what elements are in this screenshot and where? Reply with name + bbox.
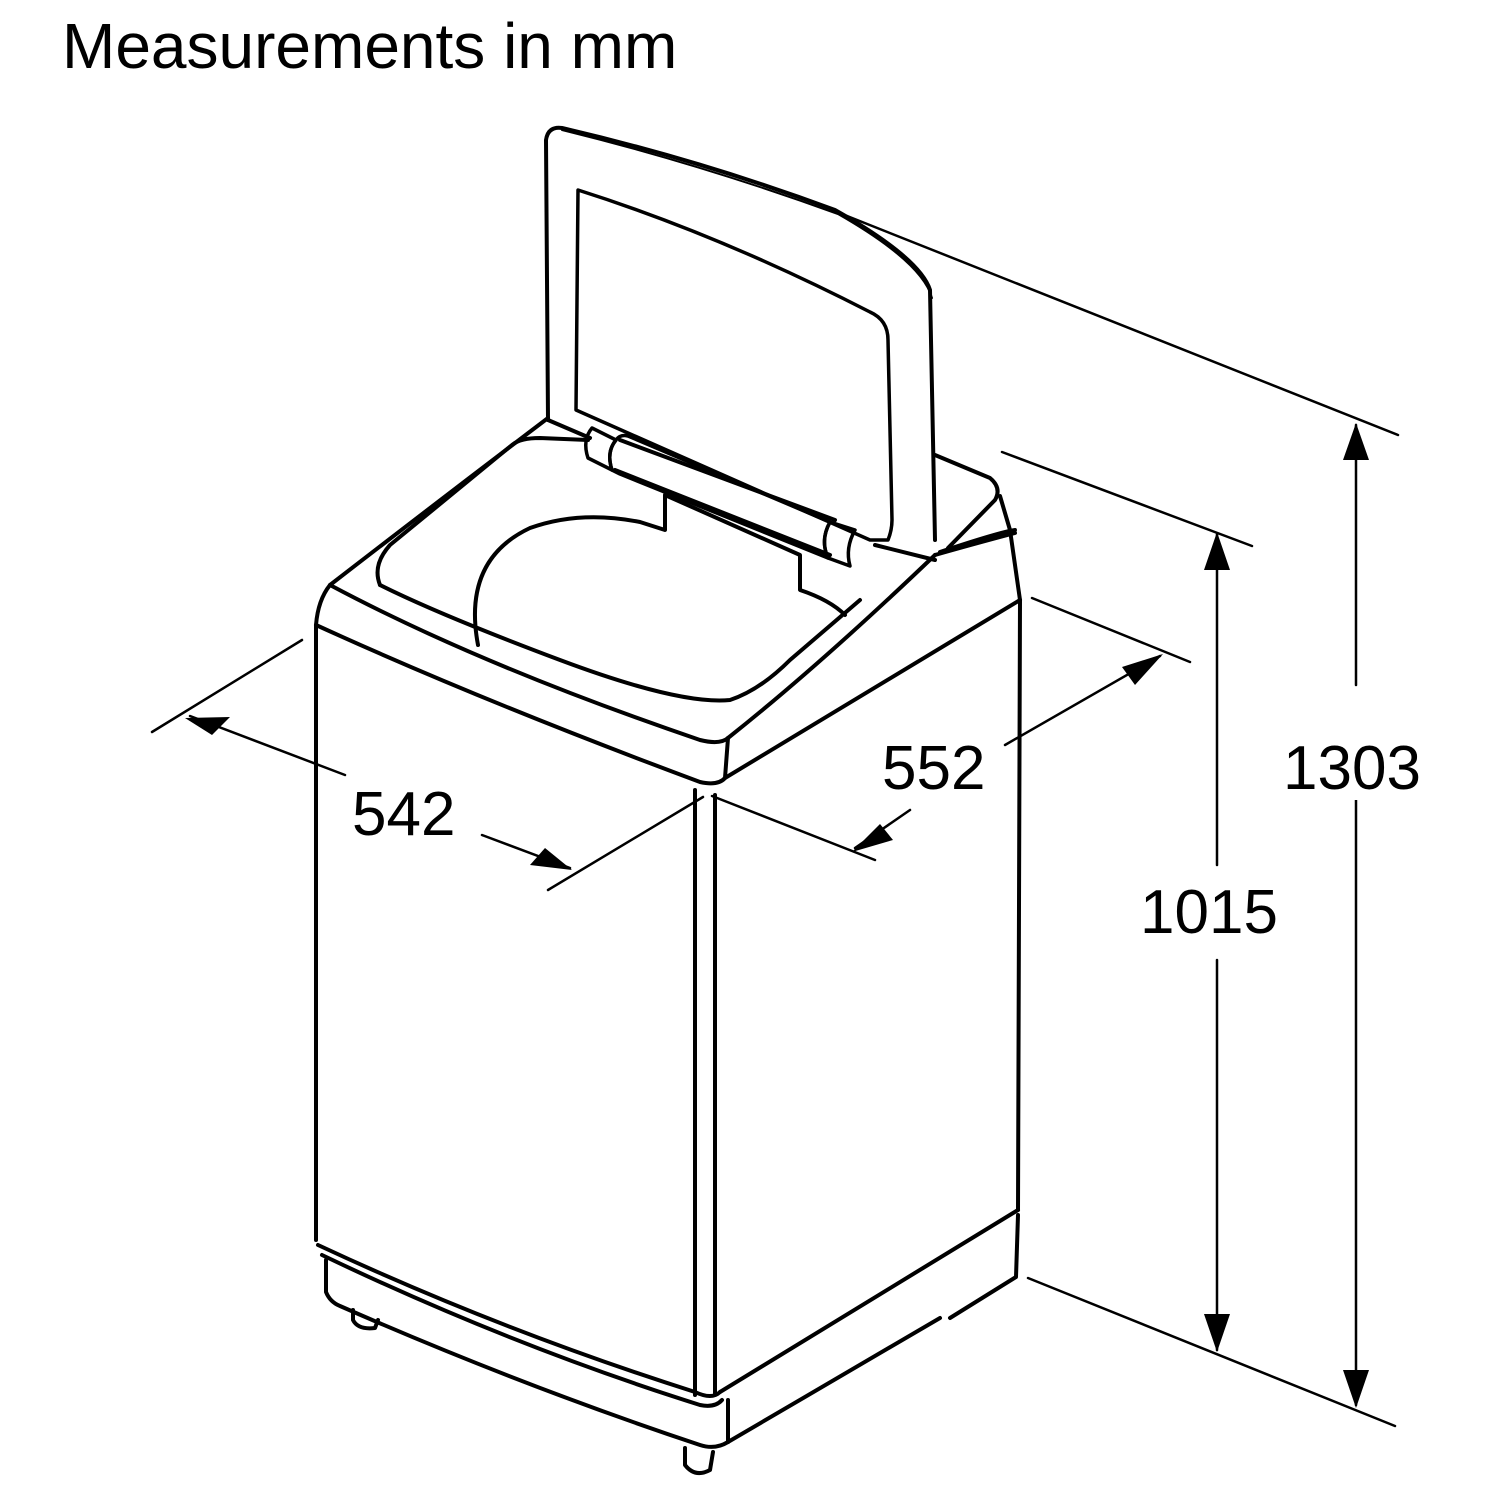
control-panel: [933, 453, 1022, 602]
cabinet-body: [314, 598, 1022, 1476]
top-panel: [314, 416, 937, 786]
dimension-lines: [150, 208, 1400, 1428]
dimension-height-closed-label: 1015: [1140, 878, 1278, 947]
page-title: Measurements in mm: [62, 10, 678, 82]
arrowheads: [185, 423, 1369, 1408]
lid: [544, 125, 937, 562]
dimension-width-label: 542: [352, 780, 456, 849]
dimension-height-open-label: 1303: [1283, 734, 1421, 803]
dimension-depth-label: 552: [882, 734, 986, 803]
hinges: [584, 426, 857, 568]
